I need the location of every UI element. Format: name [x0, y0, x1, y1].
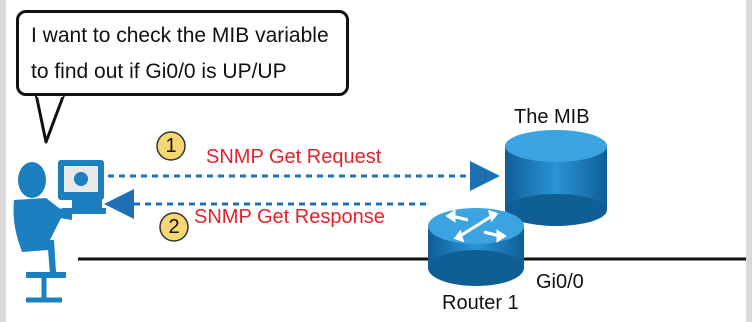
speech-bubble: I want to check the MIB variable to find…: [16, 10, 349, 96]
router-label: Router 1: [442, 292, 519, 314]
interface-label: Gi0/0: [536, 271, 584, 293]
get-request-label: SNMP Get Request: [206, 146, 382, 168]
step-1-number: 1: [165, 135, 177, 157]
user-at-computer-icon: [13, 160, 106, 303]
speech-bubble-tail: [34, 92, 66, 144]
mib-database-icon: [505, 130, 607, 226]
bubble-line-1: I want to check the MIB variable: [31, 24, 329, 47]
router-icon: [428, 208, 524, 286]
mib-label: The MIB: [514, 106, 590, 128]
step-1-marker: [156, 131, 186, 161]
step-2-marker: [159, 212, 189, 242]
bubble-line-2: to find out if Gi0/0 is UP/UP: [31, 60, 287, 83]
step-2-number: 2: [168, 216, 180, 238]
diagram-canvas: I want to check the MIB variable to find…: [6, 0, 746, 322]
get-response-label: SNMP Get Response: [194, 206, 385, 228]
diagram-graphics: [13, 90, 746, 303]
